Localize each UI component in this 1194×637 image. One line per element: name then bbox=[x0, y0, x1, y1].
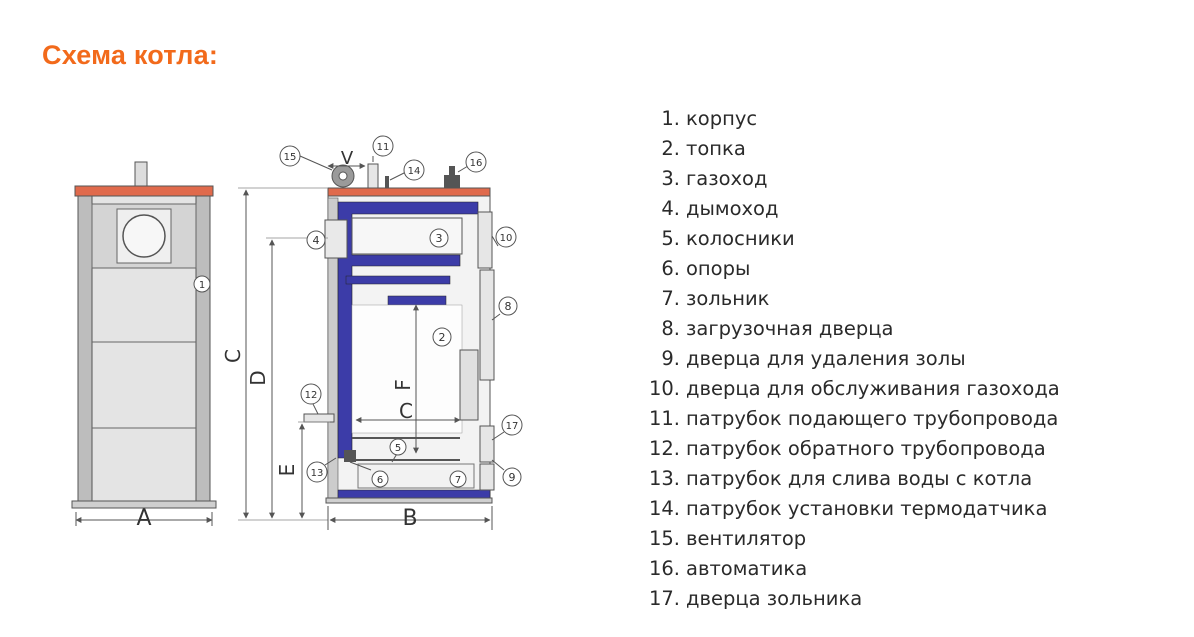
legend-item: 7.зольник bbox=[661, 287, 770, 310]
callout-14: 14 bbox=[408, 166, 421, 177]
callout-11: 11 bbox=[377, 142, 390, 153]
callouts: 2 3 4 5 6 7 8 9 10 11 12 13 14 15 16 17 bbox=[279, 135, 523, 488]
callout-14-group: 14 bbox=[389, 159, 425, 181]
callout-17-group: 17 bbox=[491, 414, 523, 441]
callout-9: 9 bbox=[509, 471, 516, 484]
boiler-front-view: A 1 bbox=[71, 161, 217, 531]
callout-5-group: 5 bbox=[389, 438, 407, 463]
callout-12-group: 12 bbox=[300, 383, 322, 415]
boiler-diagram: A 1 bbox=[71, 135, 523, 531]
callout-7-group: 7 bbox=[449, 470, 467, 488]
legend-item: 13.патрубок для слива воды с котла bbox=[648, 467, 1033, 490]
callout-8-group: 8 bbox=[491, 296, 518, 321]
callout-12: 12 bbox=[305, 390, 318, 401]
callout-2-group: 2 bbox=[432, 327, 452, 347]
callout-17: 17 bbox=[506, 421, 519, 432]
callout-3-group: 3 bbox=[429, 228, 449, 248]
dimension-v: V bbox=[341, 148, 354, 169]
callout-16-group: 16 bbox=[457, 151, 487, 173]
legend-item: 4.дымоход bbox=[661, 197, 779, 220]
legend-item: 11.патрубок подающего трубопровода bbox=[648, 407, 1059, 430]
callout-10-group: 10 bbox=[491, 226, 517, 248]
parts-legend: 1.корпус 2.топка 3.газоход 4.дымоход 5.к… bbox=[630, 104, 1060, 614]
callout-13-group: 13 bbox=[306, 457, 337, 483]
legend-item: 5.колосники bbox=[661, 227, 795, 250]
legend-item: 12.патрубок обратного трубопровода bbox=[648, 437, 1046, 460]
callout-2: 2 bbox=[439, 331, 446, 344]
callout-3: 3 bbox=[436, 232, 443, 245]
legend-item: 1.корпус bbox=[661, 107, 758, 130]
legend-item: 17.дверца зольника bbox=[648, 587, 863, 610]
legend-item: 6.опоры bbox=[661, 257, 751, 280]
callout-16: 16 bbox=[470, 158, 483, 169]
dimension-c-inner: C bbox=[399, 399, 413, 423]
legend-item: 2.топка bbox=[661, 137, 746, 160]
dimension-a: A bbox=[136, 506, 151, 531]
legend-item: 16.автоматика bbox=[648, 557, 808, 580]
callout-9-group: 9 bbox=[491, 459, 522, 487]
callout-15: 15 bbox=[284, 152, 297, 163]
callout-11-group: 11 bbox=[372, 135, 394, 162]
dimension-b: B bbox=[402, 506, 417, 531]
callout-10: 10 bbox=[500, 233, 513, 244]
legend-item: 9.дверца для удаления золы bbox=[661, 347, 966, 370]
dimension-d: D bbox=[246, 370, 270, 385]
callout-1: 1 bbox=[199, 280, 205, 291]
callout-8: 8 bbox=[505, 300, 512, 313]
legend-item: 8.загрузочная дверца bbox=[661, 317, 894, 340]
legend-item: 3.газоход bbox=[661, 167, 768, 190]
callout-6-group: 6 bbox=[349, 461, 389, 488]
page-title: Схема котла: bbox=[42, 40, 219, 70]
legend-item: 10.дверца для обслуживания газохода bbox=[648, 377, 1060, 400]
dimension-c: C bbox=[221, 349, 245, 363]
callout-4: 4 bbox=[313, 234, 320, 247]
callout-13: 13 bbox=[311, 468, 324, 479]
callout-6: 6 bbox=[377, 475, 383, 486]
callout-15-group: 15 bbox=[279, 145, 333, 171]
dimension-f: F bbox=[391, 379, 415, 391]
legend-item: 14.патрубок установки термодатчика bbox=[648, 497, 1048, 520]
callout-5: 5 bbox=[395, 443, 401, 454]
dimension-lines: C D E F C B V bbox=[221, 148, 493, 531]
callout-4-group: 4 bbox=[306, 230, 326, 250]
dimension-e: E bbox=[275, 464, 299, 477]
legend-item: 15.вентилятор bbox=[648, 527, 807, 550]
callout-7: 7 bbox=[455, 475, 461, 486]
boiler-section-view bbox=[303, 163, 495, 504]
